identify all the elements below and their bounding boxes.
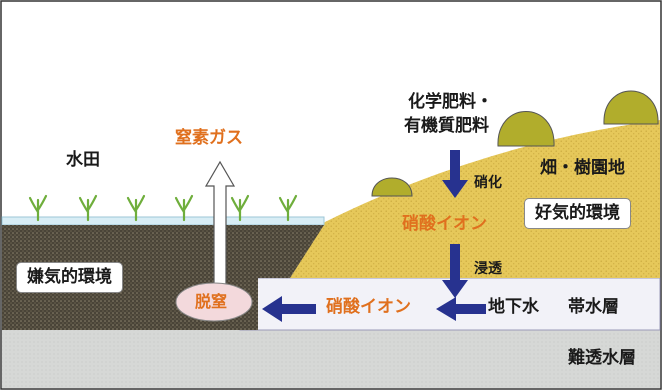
nitrification-arrow [442, 150, 468, 198]
infiltration-arrow [442, 244, 468, 298]
upland-label: 畑・樹園地 [540, 158, 625, 178]
anaerobic-label: 嫌気的環境 [16, 262, 123, 293]
nitrogen-gas-arrow [204, 160, 236, 289]
aquifer-label: 帯水層 [568, 297, 619, 317]
nitrate-to-denitrification-arrow [262, 296, 316, 322]
aerobic-label: 好気的環境 [524, 198, 631, 229]
paddy-label: 水田 [66, 150, 100, 170]
rice-plant-icon [230, 194, 250, 222]
groundwater-label: 地下水 [488, 297, 539, 317]
groundwater-flow-arrow [436, 297, 486, 321]
nitrate-upper-label: 硝酸イオン [402, 214, 487, 234]
fertilizer-label-line2: 有機質肥料 [404, 116, 489, 136]
rice-plant-icon [174, 194, 194, 222]
nitrification-label: 硝化 [474, 175, 502, 191]
denitrification-label: 脱窒 [195, 292, 228, 311]
denitrification-ellipse [175, 282, 253, 322]
tree-icon [603, 90, 659, 125]
rice-plant-icon [278, 194, 298, 222]
rice-plant-icon [126, 194, 146, 222]
tree-icon [497, 111, 555, 147]
paddy-water [1, 216, 325, 226]
rice-plant-icon [78, 194, 98, 222]
tree-icon [371, 177, 413, 197]
impermeable-layer [2, 330, 660, 388]
upland-soil [290, 120, 660, 278]
rice-plant-icon [28, 194, 48, 222]
nitrogen-gas-label: 窒素ガス [175, 128, 243, 148]
impermeable-label: 難透水層 [568, 348, 636, 368]
nitrate-lower-label: 硝酸イオン [326, 297, 411, 317]
infiltration-label: 浸透 [474, 261, 502, 277]
fertilizer-label-line1: 化学肥料・ [408, 92, 493, 112]
